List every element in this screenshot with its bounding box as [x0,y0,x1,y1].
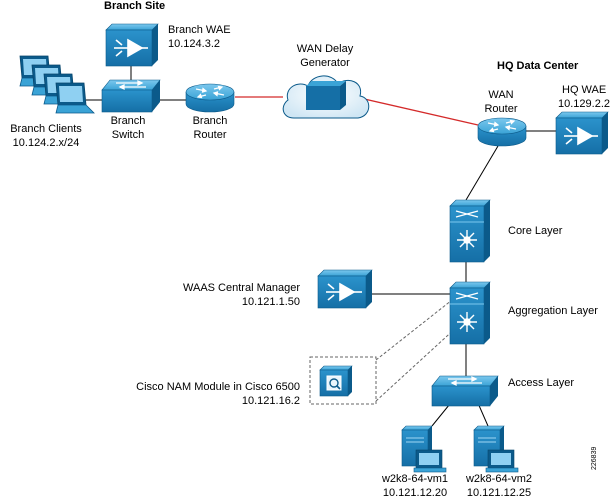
branch-switch-label-1: Branch [110,115,146,127]
branch-clients-subnet: 10.124.2.x/24 [12,137,80,149]
branch-wae-name: Branch WAE [168,24,231,36]
core-switch [449,199,491,263]
branch-clients-name: Branch Clients [10,123,82,135]
aggregation-switch [449,281,491,345]
branch-switch-label-2: Switch [111,129,145,141]
access-switch [431,375,499,407]
access-layer-label: Access Layer [508,377,575,389]
hq-data-center-title: HQ Data Center [497,60,579,72]
server-icon [401,425,447,473]
router-icon [185,83,235,113]
nam-module-name: Cisco NAM Module in Cisco 6500 [136,381,300,393]
link-wanrouter-core [465,145,499,201]
branch-wae [105,23,159,67]
hq-wae-name: HQ WAE [562,84,607,96]
branch-router [185,83,235,113]
server-icon [473,425,519,473]
wan-router-label-1: WAN [488,89,514,101]
server-vm2 [473,425,519,473]
wan-delay-label-1: WAN Delay [296,43,354,55]
wan-delay-label-2: Generator [300,57,350,69]
hq-wae [555,111,609,155]
switch-icon [101,79,161,113]
waas-central-manager [317,269,373,309]
wan-delay-generator [282,75,370,119]
branch-router-label-1: Branch [192,115,228,127]
vm1-ip: 10.121.12.20 [382,487,448,499]
laptop-icon [55,82,95,114]
link-wandelay-wanrouter [359,97,479,126]
central-manager-ip: 10.121.1.50 [241,296,300,308]
nam-module [319,365,353,397]
core-layer-label: Core Layer [508,225,563,237]
figure-id: 226839 [591,446,598,470]
vm2-name: w2k8-64-vm2 [465,473,533,485]
multilayer-switch-icon [449,281,491,345]
wan-router-label-2: Router [484,103,518,115]
server-vm1 [401,425,447,473]
multilayer-switch-icon [449,199,491,263]
vm2-ip: 10.121.12.25 [466,487,532,499]
vm1-name: w2k8-64-vm1 [381,473,449,485]
router-icon [477,117,527,147]
branch-switch [101,79,161,113]
branch-router-label-2: Router [193,129,227,141]
wae-icon [105,23,159,67]
nam-module-ip: 10.121.16.2 [241,395,300,407]
nam-callout [309,299,459,405]
branch-clients [19,55,95,114]
aggregation-layer-label: Aggregation Layer [508,305,598,317]
cloud-icon [282,75,370,119]
hq-wae-ip: 10.129.2.2 [558,98,610,110]
wae-icon [317,269,373,309]
central-manager-name: WAAS Central Manager [183,282,300,294]
branch-site-title: Branch Site [104,0,166,12]
nam-module-icon [319,365,353,397]
branch-wae-ip: 10.124.3.2 [168,38,220,50]
switch-icon [431,375,499,407]
wan-router [477,117,527,147]
wae-icon [555,111,609,155]
